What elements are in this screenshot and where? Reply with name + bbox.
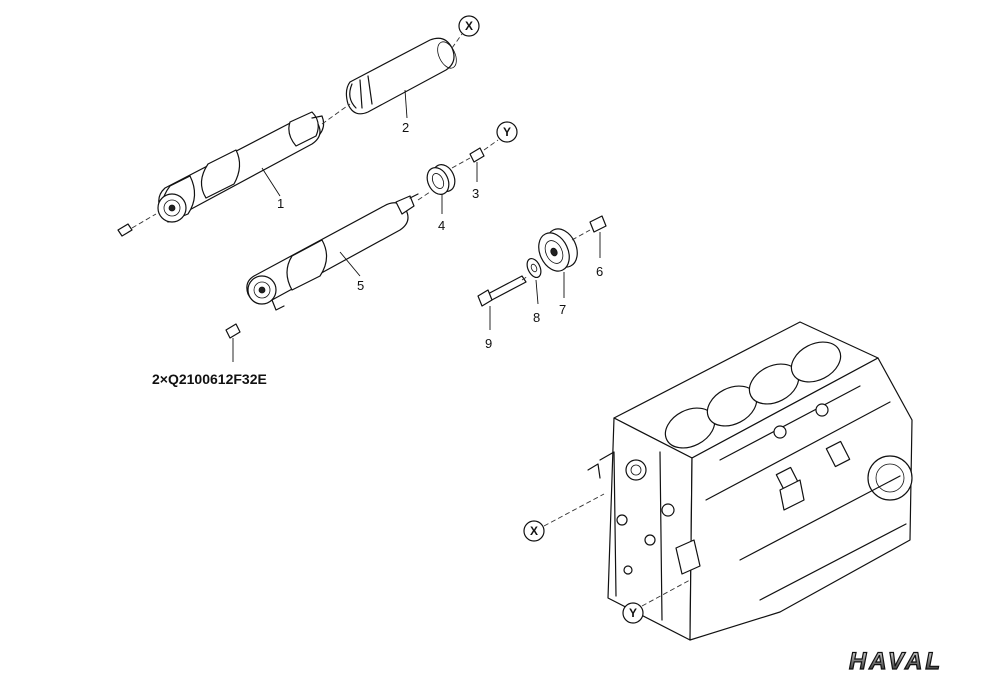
part-label-6: 6 (596, 264, 603, 279)
part-label-1: 1 (277, 196, 284, 211)
assembly-line-1-2 (321, 103, 351, 125)
ref-y-top: Y (496, 121, 518, 143)
svg-text:X: X (530, 524, 538, 538)
part-7-idler-gear: 7 (538, 228, 578, 317)
svg-text:Y: Y (503, 125, 511, 139)
svg-text:Y: Y (629, 606, 637, 620)
haval-logo: HAVAL (848, 647, 943, 675)
part-label-2: 2 (402, 120, 409, 135)
bolt-note: 2×Q2100612F32E (152, 323, 267, 387)
part-2-sleeve: 2 (345, 37, 457, 135)
svg-text:X: X (465, 19, 473, 33)
part-6-stud: 6 (571, 215, 607, 279)
engine-block (587, 321, 913, 641)
part-label-4: 4 (438, 218, 445, 233)
part-1-balance-shaft: 1 (117, 111, 325, 237)
ref-x-block: X (523, 493, 605, 542)
part-5-balance-shaft: 5 (246, 193, 419, 311)
svg-text:HAVAL: HAVAL (849, 648, 943, 675)
part-8-washer: 8 (526, 257, 542, 325)
part-label-5: 5 (357, 278, 364, 293)
ref-x-top: X (451, 15, 480, 49)
part-label-9: 9 (485, 336, 492, 351)
bolt-part-code: 2×Q2100612F32E (152, 371, 267, 387)
part-9-bolt: 9 (477, 275, 529, 351)
part-label-3: 3 (472, 186, 479, 201)
part-label-8: 8 (533, 310, 540, 325)
part-4-needle-bearing: 4 (417, 164, 456, 233)
part-3-bolt: 3 (451, 139, 499, 201)
part-label-7: 7 (559, 302, 566, 317)
ref-y-block: Y (622, 579, 691, 624)
